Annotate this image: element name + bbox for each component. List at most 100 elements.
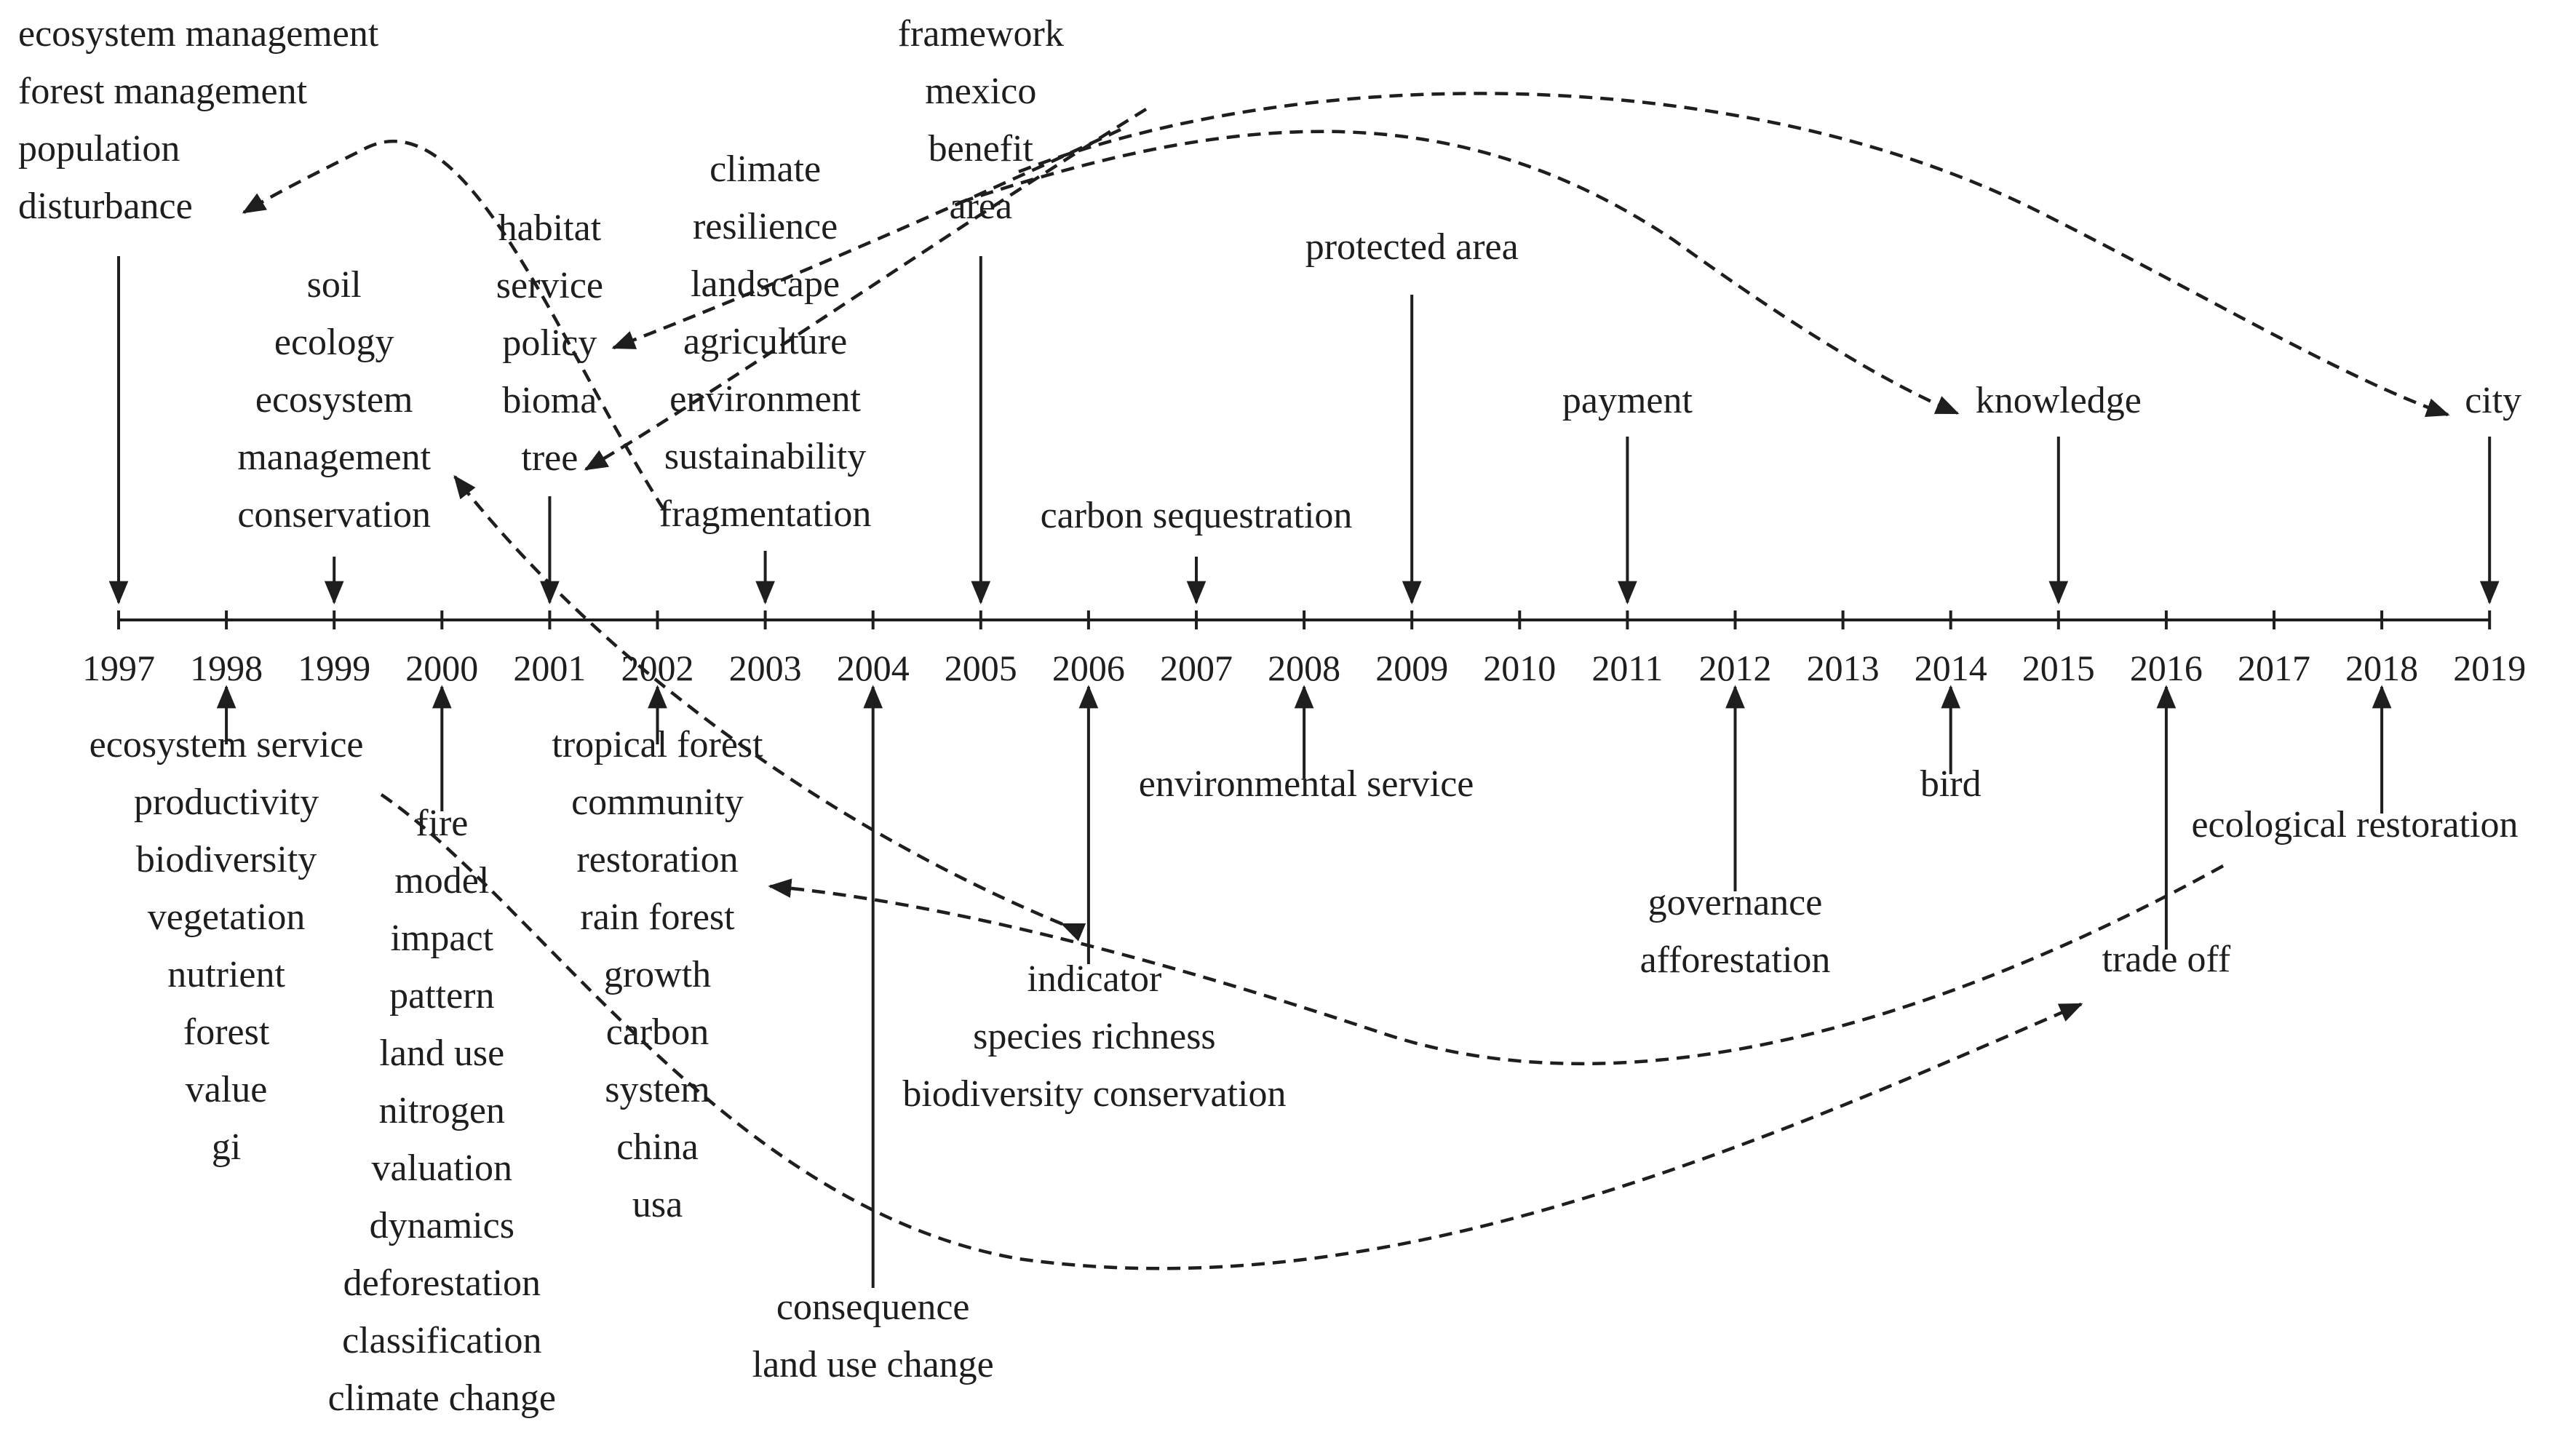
keyword-group-2015: knowledge [1976, 380, 2142, 421]
year-label-2013: 2013 [1807, 648, 1880, 688]
year-label-2012: 2012 [1699, 648, 1772, 688]
year-label-2001: 2001 [513, 648, 586, 688]
keyword-management: management [237, 437, 431, 478]
keyword-climate-change: climate change [328, 1377, 556, 1419]
keyword-community: community [571, 781, 744, 823]
year-label-2006: 2006 [1052, 648, 1125, 688]
keyword-group-1997: ecosystem management forest management pop… [18, 13, 379, 227]
keyword-labels: ecosystem management forest management pop… [18, 13, 2521, 1419]
year-label-2010: 2010 [1483, 648, 1556, 688]
keyword-area: area [950, 186, 1013, 227]
timeline-axis [117, 610, 2492, 629]
keyword-framework: framework [898, 13, 1064, 55]
keyword-resilience: resilience [693, 206, 838, 247]
keyword-restoration: restoration [576, 839, 738, 880]
keyword-bioma: bioma [502, 380, 597, 421]
keyword-productivity: productivity [134, 781, 319, 823]
keyword-biodiversity: biodiversity [136, 839, 317, 880]
keyword-impact: impact [391, 918, 494, 959]
keyword-environmental-service: environmental service [1139, 763, 1474, 805]
evolution-links [242, 92, 2450, 1270]
keyword-land-use-change: land use change [752, 1344, 994, 1385]
keyword-group-2011: payment [1562, 380, 1693, 421]
year-label-2005: 2005 [945, 648, 1017, 688]
keyword-usa: usa [632, 1184, 683, 1225]
keyword-pattern: pattern [389, 975, 494, 1017]
year-label-2003: 2003 [729, 648, 802, 688]
keyword-knowledge: knowledge [1976, 380, 2142, 421]
keyword-vegetation: vegetation [148, 896, 306, 938]
keyword-group-2002: tropical forestcommunityrestorationrain … [552, 724, 763, 1225]
keyword-population: population [18, 128, 180, 170]
keyword-ecosystem-management: ecosystem management [18, 13, 379, 55]
keyword-model: model [394, 860, 489, 902]
keyword-china: china [616, 1126, 699, 1168]
keyword-carbon-sequestration: carbon sequestration [1041, 495, 1353, 536]
keyword-soil: soil [307, 264, 362, 306]
year-label-2009: 2009 [1375, 648, 1448, 688]
year-label-2016: 2016 [2130, 648, 2203, 688]
keyword-group-2009: protected area [1305, 226, 1519, 268]
year-label-2015: 2015 [2022, 648, 2095, 688]
year-label-2000: 2000 [405, 648, 478, 688]
keyword-land-use: land use [379, 1033, 504, 1074]
year-label-2008: 2008 [1268, 648, 1340, 688]
keyword-species-richness: species richness [973, 1016, 1216, 1057]
keyword-landscape: landscape [691, 263, 840, 305]
keyword-ecological-restoration: ecological restoration [2191, 804, 2518, 846]
link-area-to-tree [584, 108, 1148, 471]
link-area-to-knowledge [960, 130, 1960, 415]
keyword-group-2008: environmental service [1139, 763, 1474, 805]
keyword-forest: forest [183, 1011, 270, 1053]
keyword-system: system [605, 1069, 709, 1110]
keyword-service: service [496, 265, 603, 306]
year-label-2004: 2004 [837, 648, 910, 688]
keyword-dynamics: dynamics [370, 1205, 514, 1246]
keyword-group-2019: city [2465, 380, 2521, 421]
year-label-2011: 2011 [1591, 648, 1663, 688]
year-label-2018: 2018 [2345, 648, 2418, 688]
keyword-carbon: carbon [606, 1011, 709, 1053]
link-ecosystem-service-to-trade-off [380, 793, 2083, 1270]
keyword-group-1999: soilecologyecosystemmanagementconservati… [237, 264, 431, 536]
keyword-sustainability: sustainability [664, 436, 866, 477]
keyword-group-2018: ecological restoration [2191, 804, 2518, 846]
keyword-conservation: conservation [237, 494, 431, 536]
keyword-forest-management: forest management [18, 71, 308, 112]
link-fragmentation-to-disturbance [242, 139, 665, 511]
keyword-group-2005: framework mexico benefit area [898, 13, 1064, 227]
keyword-value: value [186, 1069, 268, 1110]
year-label-2014: 2014 [1915, 648, 1987, 688]
link-indicator-to-management [453, 474, 1086, 942]
keyword-protected-area: protected area [1305, 226, 1519, 268]
keyword-biodiversity-conservation: biodiversity conservation [902, 1073, 1286, 1115]
year-label-2019: 2019 [2453, 648, 2526, 688]
year-label-1998: 1998 [190, 648, 263, 688]
keyword-growth: growth [604, 954, 711, 995]
keyword-group-2001: habitat service policy bioma tree [496, 207, 603, 479]
year-label-1999: 1999 [298, 648, 370, 688]
keyword-city: city [2465, 380, 2521, 421]
keyword-gi: gi [212, 1126, 241, 1168]
keyword-mexico: mexico [925, 71, 1036, 112]
keyword-tree: tree [521, 437, 578, 479]
keyword-valuation: valuation [372, 1147, 513, 1189]
keyword-ecology: ecology [274, 322, 394, 363]
keyword-payment: payment [1562, 380, 1693, 421]
keyword-fragmentation: fragmentation [659, 493, 872, 535]
keyword-classification: classification [342, 1320, 541, 1361]
keyword-group-2003: climateresiliencelandscapeagricultureenv… [659, 148, 872, 535]
link-area-to-city [1018, 92, 2450, 417]
keyword-climate: climate [709, 148, 821, 190]
year-label-2017: 2017 [2238, 648, 2310, 688]
keyword-nutrient: nutrient [167, 954, 285, 995]
keyword-benefit: benefit [929, 128, 1034, 170]
keyword-policy: policy [502, 322, 597, 364]
keyword-group-1998: ecosystem serviceproductivitybiodiversit… [90, 724, 364, 1168]
keyword-habitat: habitat [498, 207, 602, 249]
year-label-1997: 1997 [82, 648, 155, 688]
